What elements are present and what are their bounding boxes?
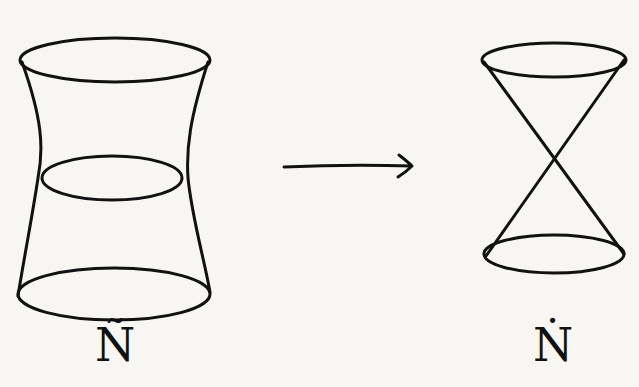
space-label: Ṅ	[474, 320, 632, 371]
space-label: Ñ	[8, 320, 222, 371]
map-arrow	[284, 155, 412, 177]
hyperboloid-neck: Ñ	[8, 28, 222, 378]
double-cone: Ṅ	[474, 28, 632, 378]
